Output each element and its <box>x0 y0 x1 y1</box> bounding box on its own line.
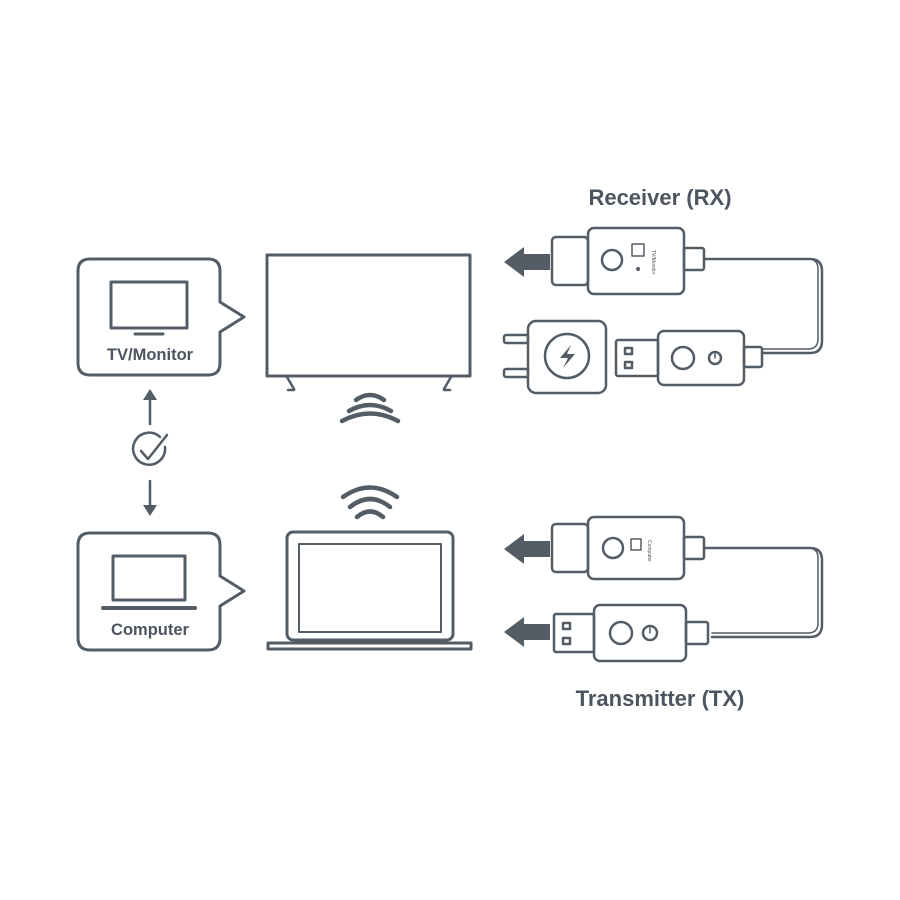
tv-monitor-label: TV/Monitor <box>107 346 194 364</box>
tv-monitor-icon <box>109 280 189 336</box>
usb-power-plug <box>614 329 764 387</box>
arrow-left-icon <box>504 247 550 277</box>
arrow-up-icon <box>143 389 157 400</box>
computer-label: Computer <box>111 621 189 639</box>
arrow-left-icon <box>504 617 550 647</box>
computer-monitor-icon <box>101 554 197 610</box>
pairing-indicator <box>131 389 169 516</box>
tv-monitor-callout: TV/Monitor <box>76 257 246 377</box>
transmitter-dongle-text: Computer <box>646 540 652 562</box>
computer-callout: Computer <box>76 531 246 652</box>
power-adapter <box>502 319 608 395</box>
receiver-dongle: TV/Monitor <box>550 226 824 355</box>
power-adapter-icon <box>543 332 591 380</box>
receiver-dongle-text: TV/Monitor <box>650 250 656 275</box>
arrow-left-icon <box>504 534 550 564</box>
tv-illustration <box>265 253 472 392</box>
laptop-illustration <box>266 530 473 651</box>
arrow-down-icon <box>143 505 157 516</box>
wifi-signal-icon <box>340 485 400 520</box>
transmitter-label: Transmitter (TX) <box>576 686 745 711</box>
transmitter-dongle: Computer <box>550 515 824 639</box>
wifi-signal-icon <box>339 392 401 424</box>
usb-transmitter-plug <box>552 603 710 663</box>
check-circle-icon <box>131 431 169 466</box>
receiver-label: Receiver (RX) <box>588 185 731 210</box>
